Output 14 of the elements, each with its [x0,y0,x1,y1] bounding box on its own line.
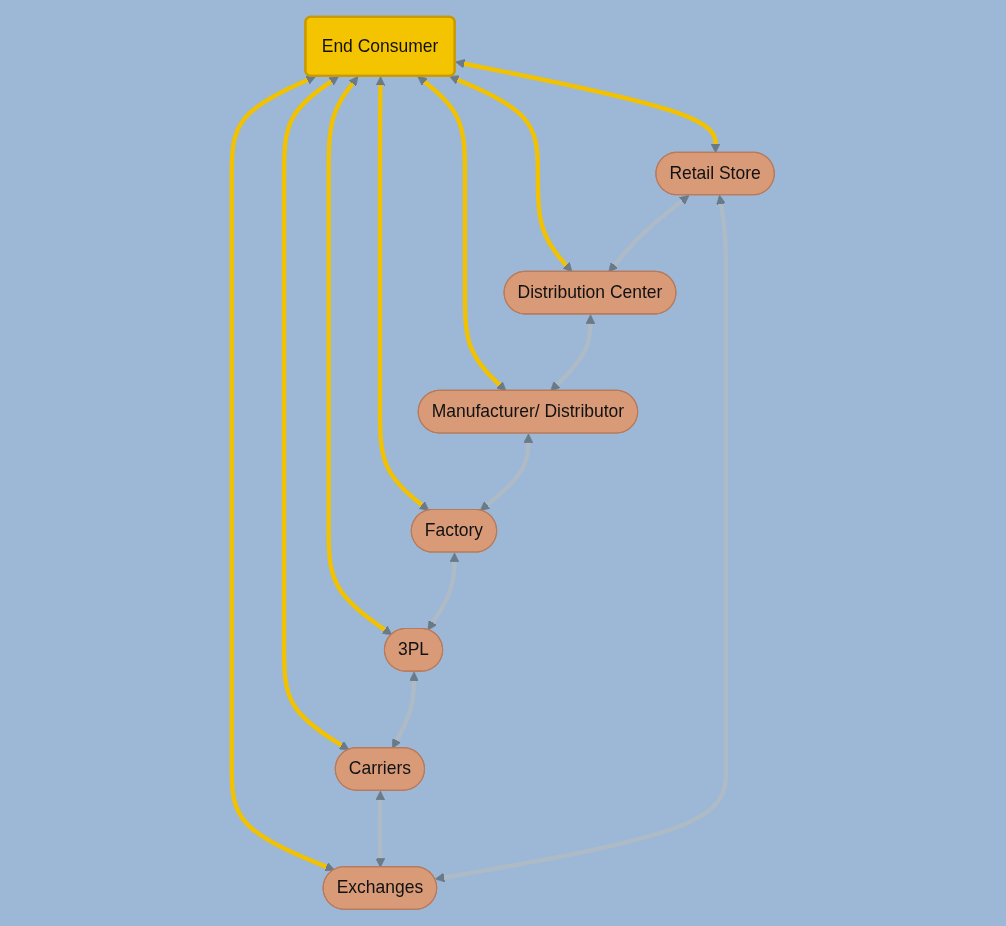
arrow [479,433,534,511]
arrow [417,76,507,392]
arrow [375,76,430,511]
arrow [281,76,350,751]
arrow [449,75,573,273]
arrow [229,75,335,872]
arrow [427,552,460,631]
arrow [326,76,393,636]
arrow [455,58,721,154]
arrow [608,195,690,273]
arrow [435,194,729,883]
arrow [550,314,596,392]
arrow [375,790,386,868]
arrow [392,671,419,749]
